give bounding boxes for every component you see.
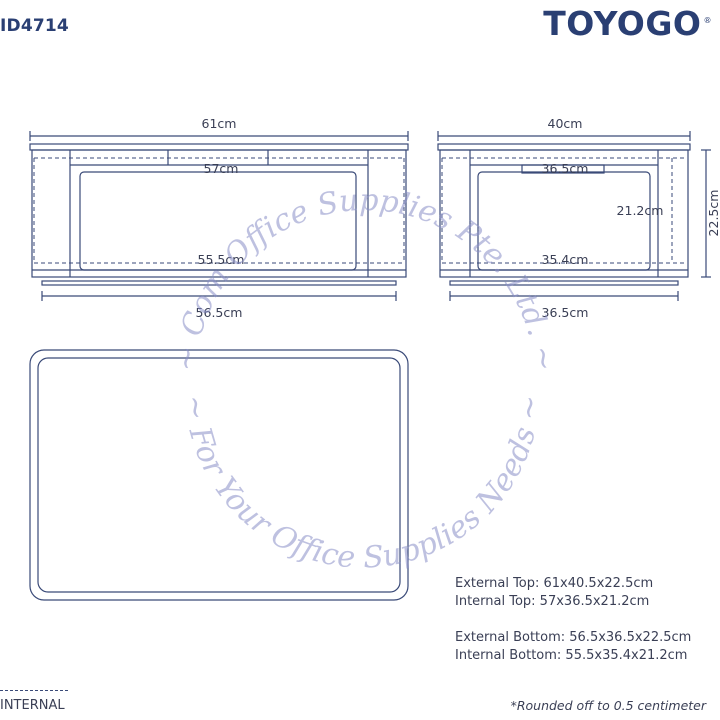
front-body <box>31 149 407 278</box>
side-body <box>439 149 689 278</box>
top-view-inner <box>37 357 401 593</box>
side-base <box>449 280 679 286</box>
top-view <box>29 349 409 601</box>
front-internal-top-width: 57cm <box>204 161 239 176</box>
watermark-company: ~ Com Office Supplies Pte. Ltd. ~ <box>168 183 562 373</box>
spec-external-bottom: External Bottom: 56.5x36.5x22.5cm <box>455 630 692 645</box>
side-rim <box>437 143 691 151</box>
footnote: *Rounded off to 0.5 centimeter <box>510 698 706 713</box>
spec-external-top: External Top: 61x40.5x22.5cm <box>455 576 654 591</box>
spec-internal-top: Internal Top: 57x36.5x21.2cm <box>455 594 650 609</box>
front-view <box>29 131 409 301</box>
spec-internal-bottom: Internal Bottom: 55.5x35.4x21.2cm <box>455 648 688 663</box>
side-internal-bottom-width: 35.4cm <box>542 252 589 267</box>
side-top-width: 40cm <box>548 116 583 131</box>
side-bottom-width: 36.5cm <box>542 305 589 320</box>
front-internal-lines <box>33 157 405 264</box>
front-rim <box>29 143 409 151</box>
side-internal-height: 21.2cm <box>617 203 664 218</box>
spec-list: External Top: 61x40.5x22.5cm Internal To… <box>455 575 691 665</box>
front-base <box>41 280 397 286</box>
side-height: 22.5cm <box>706 190 720 237</box>
model-id: ID4714 <box>0 16 69 36</box>
internal-legend-line <box>0 690 68 691</box>
top-view-outer <box>29 349 409 601</box>
front-internal-bottom-width: 55.5cm <box>198 252 245 267</box>
side-internal-top-width: 36.5cm <box>542 161 589 176</box>
side-view <box>437 131 711 301</box>
watermark: ~ Com Office Supplies Pte. Ltd. ~ ~ For … <box>168 183 562 576</box>
watermark-slogan: ~ For Your Office Supplies Needs ~ <box>177 393 549 576</box>
front-bottom-width: 56.5cm <box>196 305 243 320</box>
brand-name: TOYOGO <box>543 4 702 43</box>
registered-mark: ® <box>703 16 712 25</box>
brand-logo: TOYOGO® <box>543 4 712 43</box>
internal-legend-label: INTERNAL <box>0 698 65 713</box>
front-top-width: 61cm <box>202 116 237 131</box>
side-internal-lines <box>441 157 686 264</box>
side-handle <box>521 164 605 174</box>
